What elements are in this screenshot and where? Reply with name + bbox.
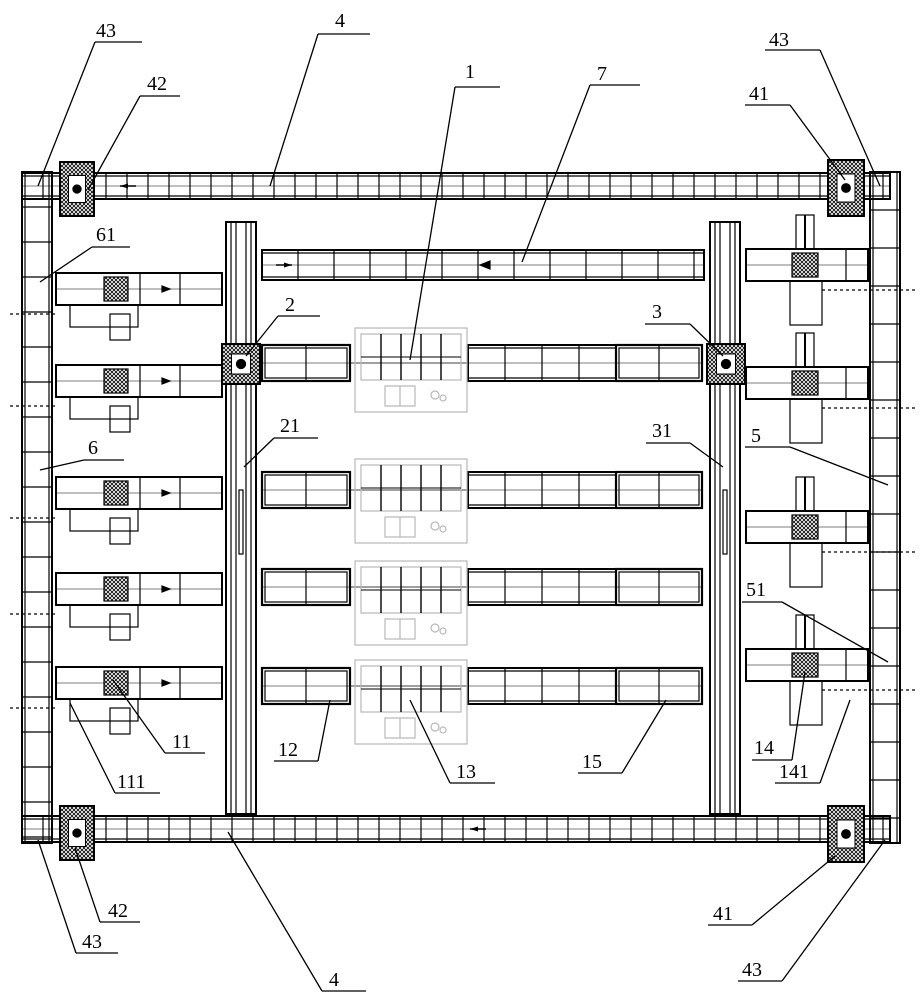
left-station xyxy=(10,572,223,641)
leader xyxy=(317,699,331,762)
corner-drive-top-right xyxy=(827,159,865,217)
leader xyxy=(791,671,806,761)
leader xyxy=(409,699,451,784)
leader xyxy=(781,839,886,982)
right-station xyxy=(745,214,915,326)
left-transfer-rail xyxy=(225,221,257,815)
lane-middle-conveyor xyxy=(467,344,617,382)
leader xyxy=(819,49,881,187)
right-return-conveyor xyxy=(869,171,901,844)
leader xyxy=(789,104,846,181)
machine-structure xyxy=(10,159,915,863)
leader xyxy=(69,702,116,794)
label-4-top: 4 xyxy=(335,10,345,32)
label-111: 111 xyxy=(117,771,146,793)
machine-13-a xyxy=(354,327,468,413)
machine-13-c xyxy=(354,560,468,646)
bottom-conveyor xyxy=(21,815,891,843)
label-42-bottom: 42 xyxy=(108,900,128,922)
right-station xyxy=(745,614,915,726)
leader xyxy=(781,601,889,663)
lane-out-unit-15 xyxy=(614,343,704,383)
leader xyxy=(87,95,141,191)
label-43-bottom-right: 43 xyxy=(742,959,762,981)
label-6: 6 xyxy=(88,437,98,459)
lane-feed-unit-12 xyxy=(260,343,352,383)
label-42-top: 42 xyxy=(147,73,167,95)
left-station xyxy=(10,272,223,341)
label-43-top-right: 43 xyxy=(769,29,789,51)
lane-out-unit-15 xyxy=(614,666,704,706)
label-43-bottom-left: 43 xyxy=(82,931,102,953)
label-7: 7 xyxy=(597,63,607,85)
leader xyxy=(269,33,319,187)
corner-drive-bottom-left xyxy=(59,805,95,861)
lane-out-unit-15 xyxy=(614,567,704,607)
leader xyxy=(227,831,323,992)
left-station xyxy=(10,364,223,433)
label-4-bottom: 4 xyxy=(329,969,339,991)
lane-middle-conveyor xyxy=(467,667,617,705)
leader xyxy=(521,84,591,263)
left-station xyxy=(10,666,223,735)
label-1: 1 xyxy=(465,61,475,83)
corner-drive-bottom-right xyxy=(827,805,865,863)
leader xyxy=(689,442,724,468)
leader xyxy=(243,437,275,468)
lane-feed-unit-12 xyxy=(260,666,352,706)
label-2: 2 xyxy=(285,294,295,316)
label-5: 5 xyxy=(751,425,761,447)
left-return-conveyor xyxy=(21,171,53,844)
top-conveyor xyxy=(21,172,891,200)
label-21: 21 xyxy=(280,415,300,437)
label-61: 61 xyxy=(96,224,116,246)
conveyor-7-arrow xyxy=(478,260,491,270)
right-station xyxy=(745,476,915,588)
leader xyxy=(819,699,851,784)
leader xyxy=(789,446,889,486)
lane-feed-unit-12 xyxy=(260,470,352,510)
right-transfer-rail xyxy=(709,221,741,815)
label-15: 15 xyxy=(582,751,602,773)
label-41-top: 41 xyxy=(749,83,769,105)
leader xyxy=(112,679,166,754)
label-43-top-left: 43 xyxy=(96,20,116,42)
leader xyxy=(689,323,724,357)
leader xyxy=(37,839,77,954)
lane-feed-unit-12 xyxy=(260,567,352,607)
right-station xyxy=(745,332,915,444)
label-3: 3 xyxy=(652,301,662,323)
label-141: 141 xyxy=(779,761,809,783)
label-14: 14 xyxy=(754,737,774,759)
lane-middle-conveyor xyxy=(467,568,617,606)
transfer-cart-2 xyxy=(221,343,261,385)
leader xyxy=(39,459,85,471)
left-station xyxy=(10,476,223,545)
label-12: 12 xyxy=(278,739,298,761)
conveyor-7 xyxy=(261,249,705,281)
leader xyxy=(409,86,456,361)
lane-out-unit-15 xyxy=(614,470,704,510)
leader xyxy=(751,855,836,926)
leader-lines xyxy=(37,33,889,992)
transfer-cart-3 xyxy=(706,343,746,385)
reference-labels: 43 4 43 1 7 42 41 61 2 3 21 31 5 6 51 11… xyxy=(82,10,809,991)
label-51: 51 xyxy=(746,579,766,601)
label-41-bottom: 41 xyxy=(713,903,733,925)
machine-13-d xyxy=(354,659,468,745)
leader xyxy=(74,847,101,923)
leader xyxy=(39,246,93,283)
label-11: 11 xyxy=(172,731,191,753)
label-13: 13 xyxy=(456,761,476,783)
machine-13-b xyxy=(354,458,468,544)
leader xyxy=(245,315,279,357)
leader xyxy=(37,41,96,187)
lane-middle-conveyor xyxy=(467,471,617,509)
leader xyxy=(621,699,667,774)
label-31: 31 xyxy=(652,420,672,442)
